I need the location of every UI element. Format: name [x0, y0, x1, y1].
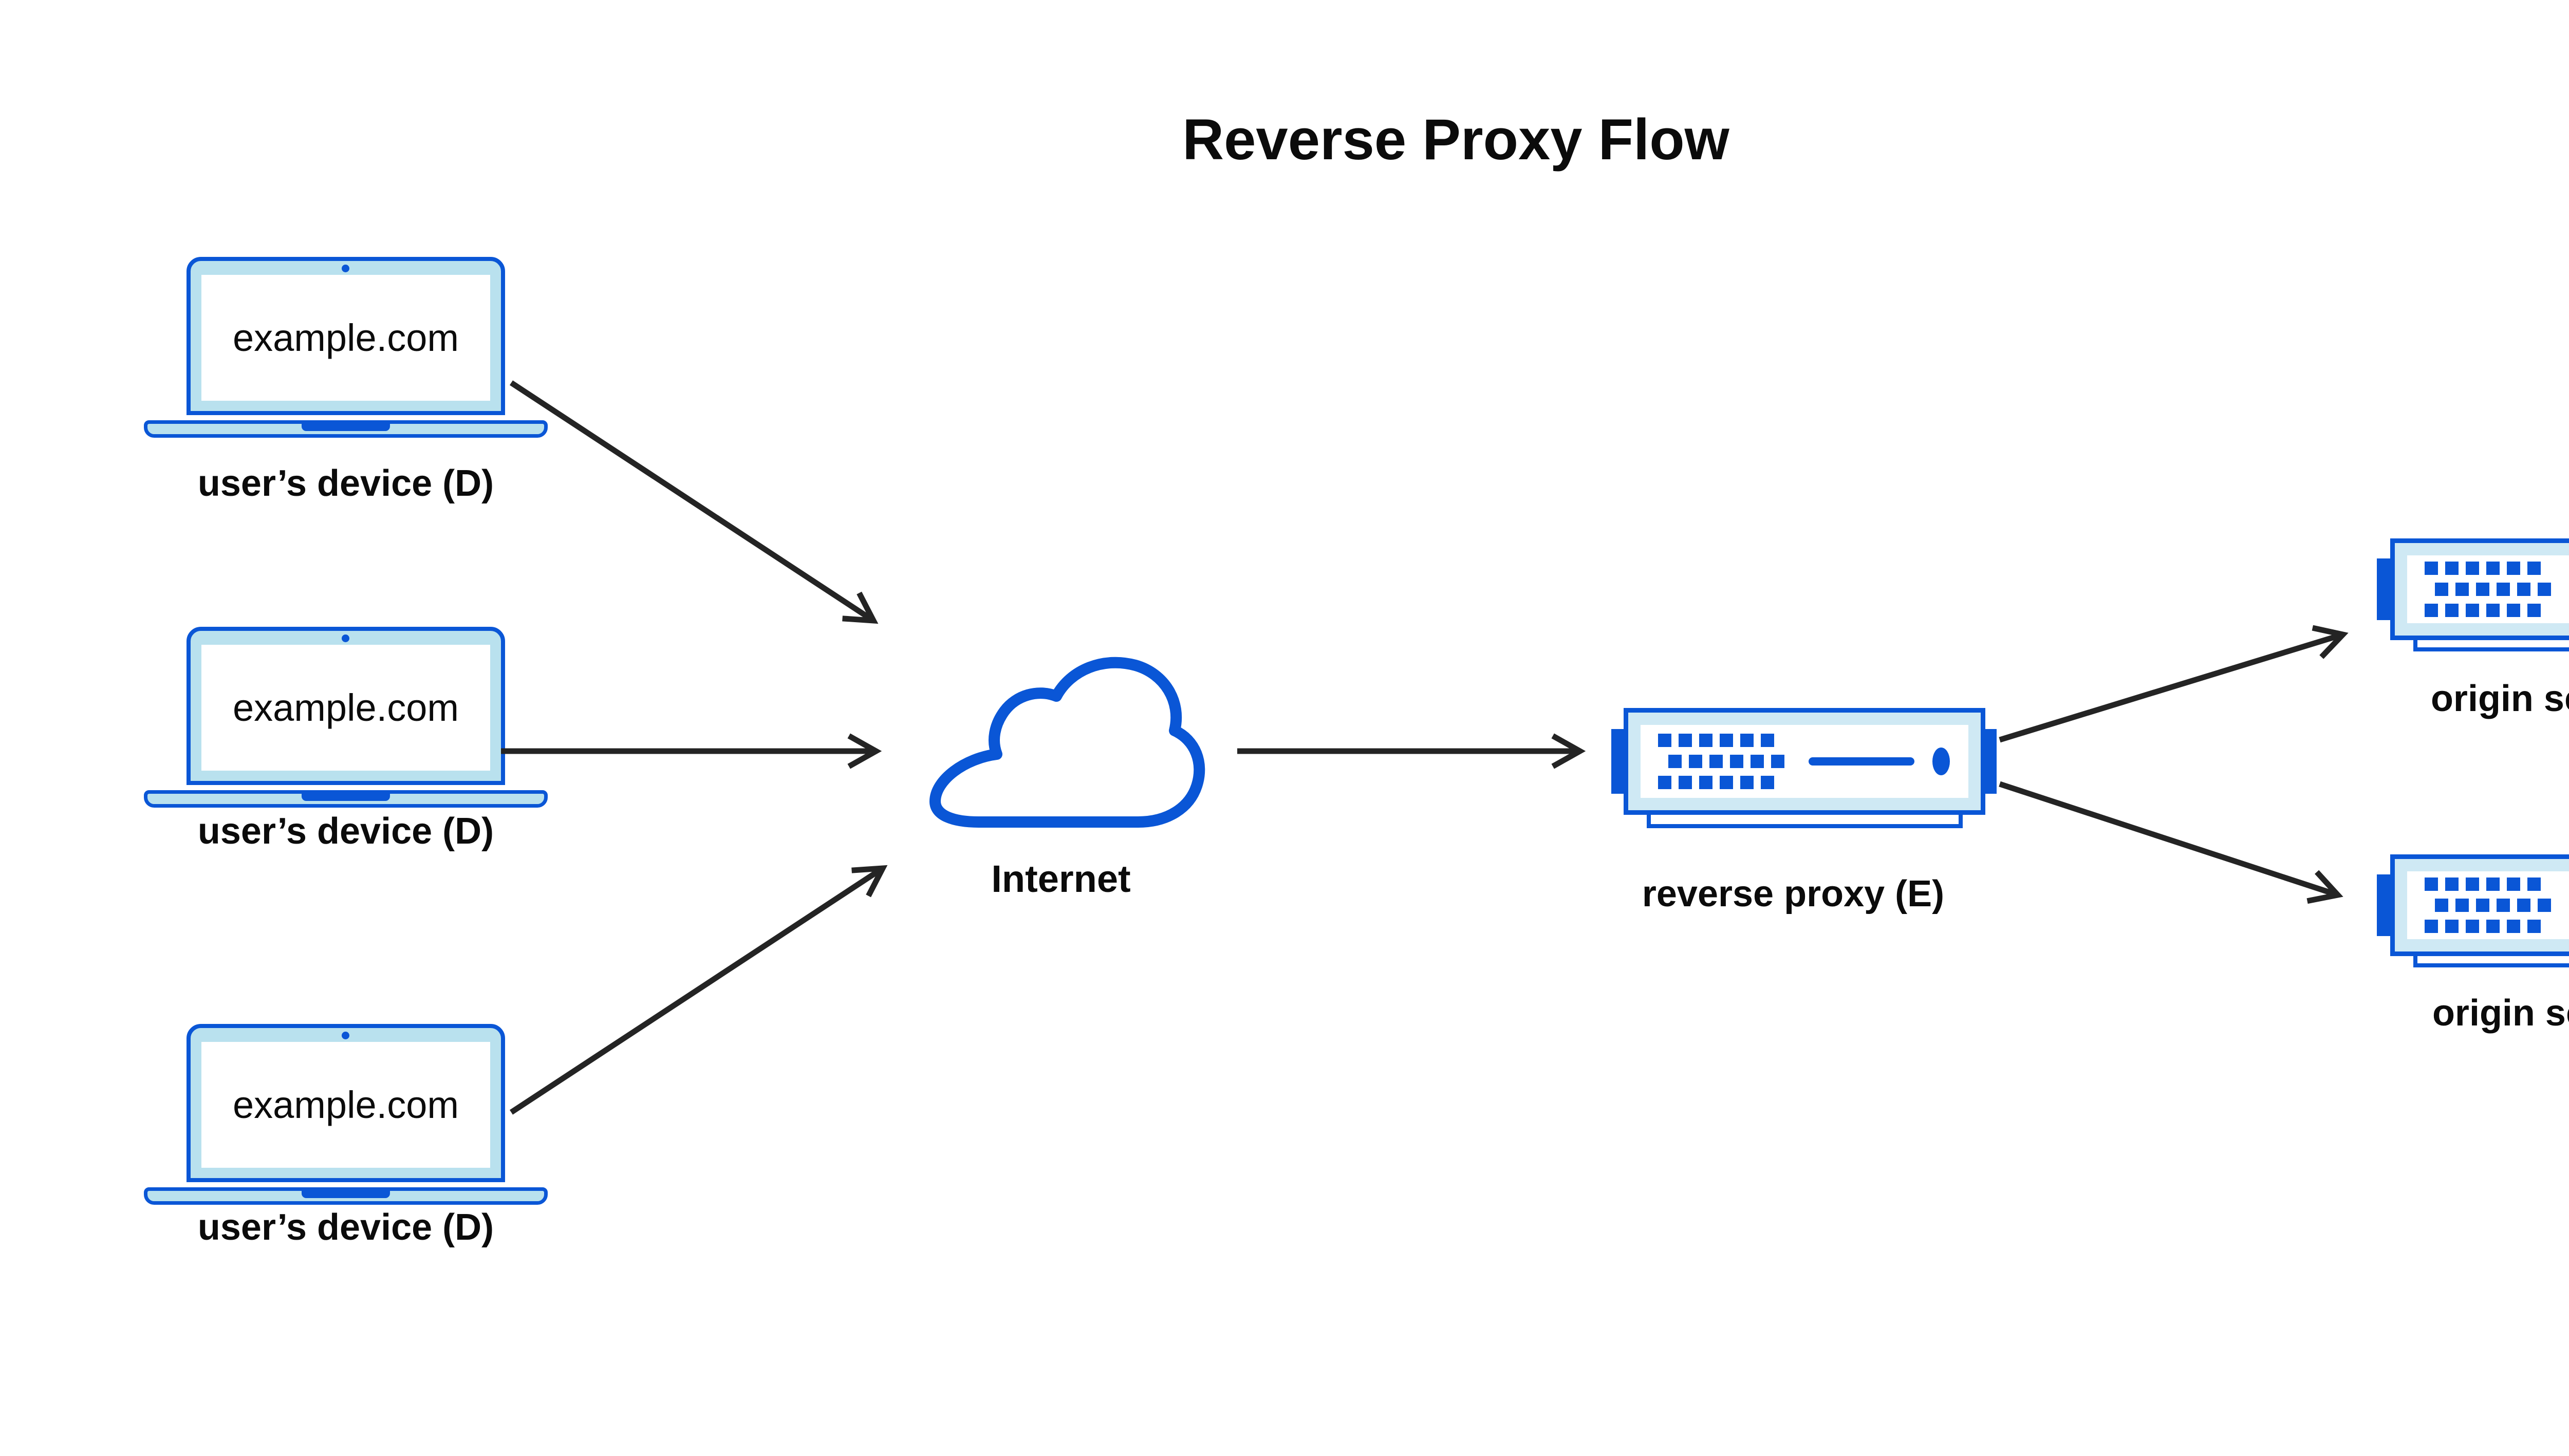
server-face — [1641, 725, 1968, 798]
server-ear-left — [1611, 729, 1626, 794]
laptop-screen-text: example.com — [201, 1042, 490, 1168]
internet-label: Internet — [991, 857, 1131, 900]
user-device-2-label: user’s device (D) — [197, 811, 494, 852]
arrow-device3-to-internet — [509, 865, 888, 1115]
laptop-base — [144, 420, 548, 438]
page-title: Reverse Proxy Flow — [1182, 107, 1729, 172]
camera-dot-icon — [342, 1032, 349, 1039]
cloud-icon — [929, 657, 1205, 828]
laptop-notch — [302, 794, 390, 801]
arrow-device1-to-internet — [509, 380, 879, 624]
flow-arrows — [501, 380, 2349, 1115]
camera-dot-icon — [342, 265, 349, 272]
laptop-icon: example.com — [187, 627, 505, 785]
laptop-base — [144, 1187, 548, 1205]
server-vents-dots — [2425, 878, 2551, 933]
server-ear-left — [2377, 558, 2391, 620]
laptop-icon: example.com — [187, 1024, 505, 1182]
user-device-3: example.com — [144, 1024, 548, 1205]
server-ear-left — [2377, 874, 2391, 936]
server-slot — [1809, 757, 1914, 766]
server-led — [1932, 748, 1950, 775]
origin-server-2-label: origin server (F) — [2432, 993, 2569, 1034]
origin-server-1-label: origin server (F) — [2430, 678, 2569, 719]
server-vents-dots — [2425, 562, 2551, 617]
user-device-1: example.com — [144, 257, 548, 438]
reverse-proxy-label: reverse proxy (E) — [1642, 873, 1945, 914]
laptop-notch — [302, 424, 390, 431]
laptop-screen-text: example.com — [201, 645, 490, 771]
server-icon — [1624, 708, 1985, 815]
server-face — [2407, 871, 2569, 939]
laptop-notch — [302, 1191, 390, 1198]
server-icon — [2390, 538, 2569, 640]
laptop-icon: example.com — [187, 257, 505, 415]
arrow-proxy-to-origin1 — [1999, 625, 2349, 743]
server-icon — [2390, 854, 2569, 956]
camera-dot-icon — [342, 634, 349, 642]
server-vents-dots — [1658, 734, 1784, 789]
server-face — [2407, 555, 2569, 623]
user-device-2: example.com — [144, 627, 548, 808]
arrow-proxy-to-origin2 — [1999, 781, 2343, 904]
laptop-base — [144, 790, 548, 808]
user-device-1-label: user’s device (D) — [197, 463, 494, 504]
user-device-3-label: user’s device (D) — [197, 1207, 494, 1248]
laptop-screen-text: example.com — [201, 275, 490, 401]
